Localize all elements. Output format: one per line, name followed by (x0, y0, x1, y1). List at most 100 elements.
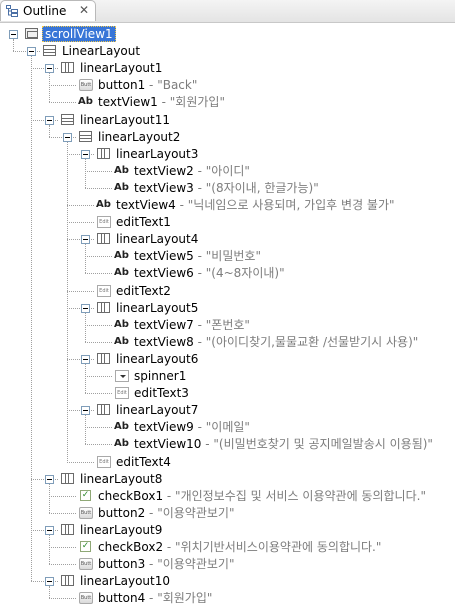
collapse-toggle[interactable] (27, 47, 36, 57)
edit-text-icon-face: Edit (115, 387, 129, 400)
tree-connector (49, 598, 76, 600)
tree-connector (49, 534, 50, 565)
node-id: LinearLayout (62, 44, 141, 59)
node-text-value: "위치기반서비스이용약관에 동의합니다." (175, 540, 382, 554)
node-id: linearLayout2 (98, 129, 181, 144)
tree-node-label: textView3 - "(8자이내, 한글가능)" (134, 180, 319, 196)
linear-layout-vertical-icon-frame (61, 523, 74, 535)
linear-layout-vertical-icon (60, 573, 76, 589)
node-separator: - (145, 557, 158, 572)
tree-connector (49, 495, 76, 497)
tree-node-label: button1 - "Back" (98, 77, 197, 93)
node-id: textView5 (134, 249, 194, 264)
node-separator: - (193, 163, 206, 178)
tree-node-label: linearLayout2 (98, 129, 180, 145)
collapse-toggle[interactable] (45, 115, 54, 125)
tree-connector (49, 586, 50, 599)
collapse-toggle[interactable] (45, 525, 54, 535)
tree-connector (85, 393, 112, 395)
tree-connector (85, 170, 112, 172)
edit-text-icon: Edit (114, 385, 130, 401)
tree-node-label: textView1 - "회원가입" (98, 94, 225, 110)
node-separator: - (157, 95, 170, 110)
tree-connector (13, 51, 40, 53)
linear-layout-vertical-icon (96, 402, 112, 418)
tree-node-label: linearLayout11 (80, 112, 170, 128)
tree-node-label: button4 - "회원가입" (98, 590, 212, 606)
button-icon-face: Butt (79, 79, 93, 92)
linear-layout-horizontal-icon (60, 112, 76, 128)
collapse-toggle[interactable] (81, 406, 90, 416)
node-id: editText3 (134, 386, 189, 401)
tree-node-label: button2 - "이용약관보기" (98, 505, 234, 521)
collapse-toggle[interactable] (9, 30, 18, 39)
collapse-toggle[interactable] (81, 354, 90, 364)
node-id: editText2 (116, 283, 171, 298)
linear-layout-horizontal-icon-frame (61, 113, 74, 125)
tree-connector (67, 461, 94, 463)
tree-connector (49, 124, 50, 137)
node-id: checkBox1 (98, 488, 164, 503)
node-text-value: "회원가입" (169, 95, 225, 110)
linear-layout-vertical-icon (96, 300, 112, 316)
collapse-toggle[interactable] (63, 132, 72, 142)
tree-connector (31, 581, 58, 583)
tree-connector (49, 102, 76, 104)
tree-connector (85, 376, 112, 377)
collapse-toggle[interactable] (45, 64, 54, 74)
tree-connector (49, 136, 76, 138)
node-separator: - (193, 317, 206, 332)
linear-layout-vertical-icon-frame (97, 301, 110, 313)
tree-connector (85, 312, 86, 342)
node-text-value: "비밀번호" (205, 249, 261, 264)
node-id: linearLayout3 (116, 146, 199, 161)
tree-node-label: linearLayout3 (116, 146, 198, 162)
tree-node-label: editText2 (116, 283, 171, 299)
linear-layout-vertical-icon-frame (61, 472, 74, 484)
linear-layout-vertical-icon-frame (61, 62, 74, 74)
edit-text-icon: Edit (96, 214, 112, 230)
tree-connector (31, 56, 32, 582)
tree-connector (31, 478, 58, 480)
collapse-toggle[interactable] (45, 474, 54, 484)
text-view-icon-glyph: Ab (114, 421, 129, 433)
node-text-value: "아이디" (205, 163, 250, 178)
tree-connector (49, 547, 76, 548)
linear-layout-horizontal-icon (42, 43, 58, 59)
tree-node-label: checkBox2 - "위치기반서비스이용약관에 동의합니다." (98, 539, 381, 555)
tree-connector (67, 205, 94, 206)
tree-connector (67, 410, 94, 412)
tree-node-label: linearLayout6 (116, 351, 198, 367)
tree-node-label: textView6 - "(4~8자이내)" (134, 265, 285, 281)
tree-node-label: linearLayout5 (116, 300, 198, 316)
collapse-toggle[interactable] (81, 235, 90, 245)
tree-node-label: checkBox1 - "개인정보수집 및 서비스 이용약관에 동의합니다." (98, 488, 426, 504)
linear-layout-horizontal-icon-frame (79, 130, 92, 142)
node-text-value: "폰번호" (205, 317, 250, 332)
collapse-toggle[interactable] (45, 577, 54, 587)
linear-layout-vertical-icon-frame (97, 233, 110, 245)
tree-connector (85, 273, 112, 275)
tab-outline[interactable]: Outline ✕ (0, 0, 96, 21)
node-text-value: "(비밀번호찾기 및 공지메일발송시 이용됨)" (213, 437, 433, 452)
checkbox-icon-box: ✓ (80, 489, 91, 501)
collapse-toggle[interactable] (81, 149, 90, 159)
close-icon[interactable]: ✕ (79, 3, 90, 17)
node-separator: - (175, 198, 188, 212)
linear-layout-vertical-icon (96, 146, 112, 162)
text-view-icon: Ab (114, 334, 130, 350)
button-icon: Butt (78, 77, 94, 93)
node-id: spinner1 (134, 369, 187, 383)
node-separator: - (193, 180, 206, 195)
text-view-icon-glyph: Ab (114, 438, 129, 450)
view-tab-bar: Outline ✕ (0, 0, 455, 23)
tree-connector (49, 85, 76, 87)
node-text-value: "닉네임으로 사용되며, 가입후 변경 불가" (187, 198, 395, 212)
node-separator: - (193, 420, 206, 435)
tree-connector (31, 68, 58, 70)
collapse-toggle[interactable] (81, 303, 90, 313)
linear-layout-vertical-icon-frame (97, 147, 110, 159)
node-text-value: "이용약관보기" (157, 557, 235, 572)
tree-connector (67, 307, 94, 309)
tree-node-label: linearLayout8 (80, 471, 162, 487)
